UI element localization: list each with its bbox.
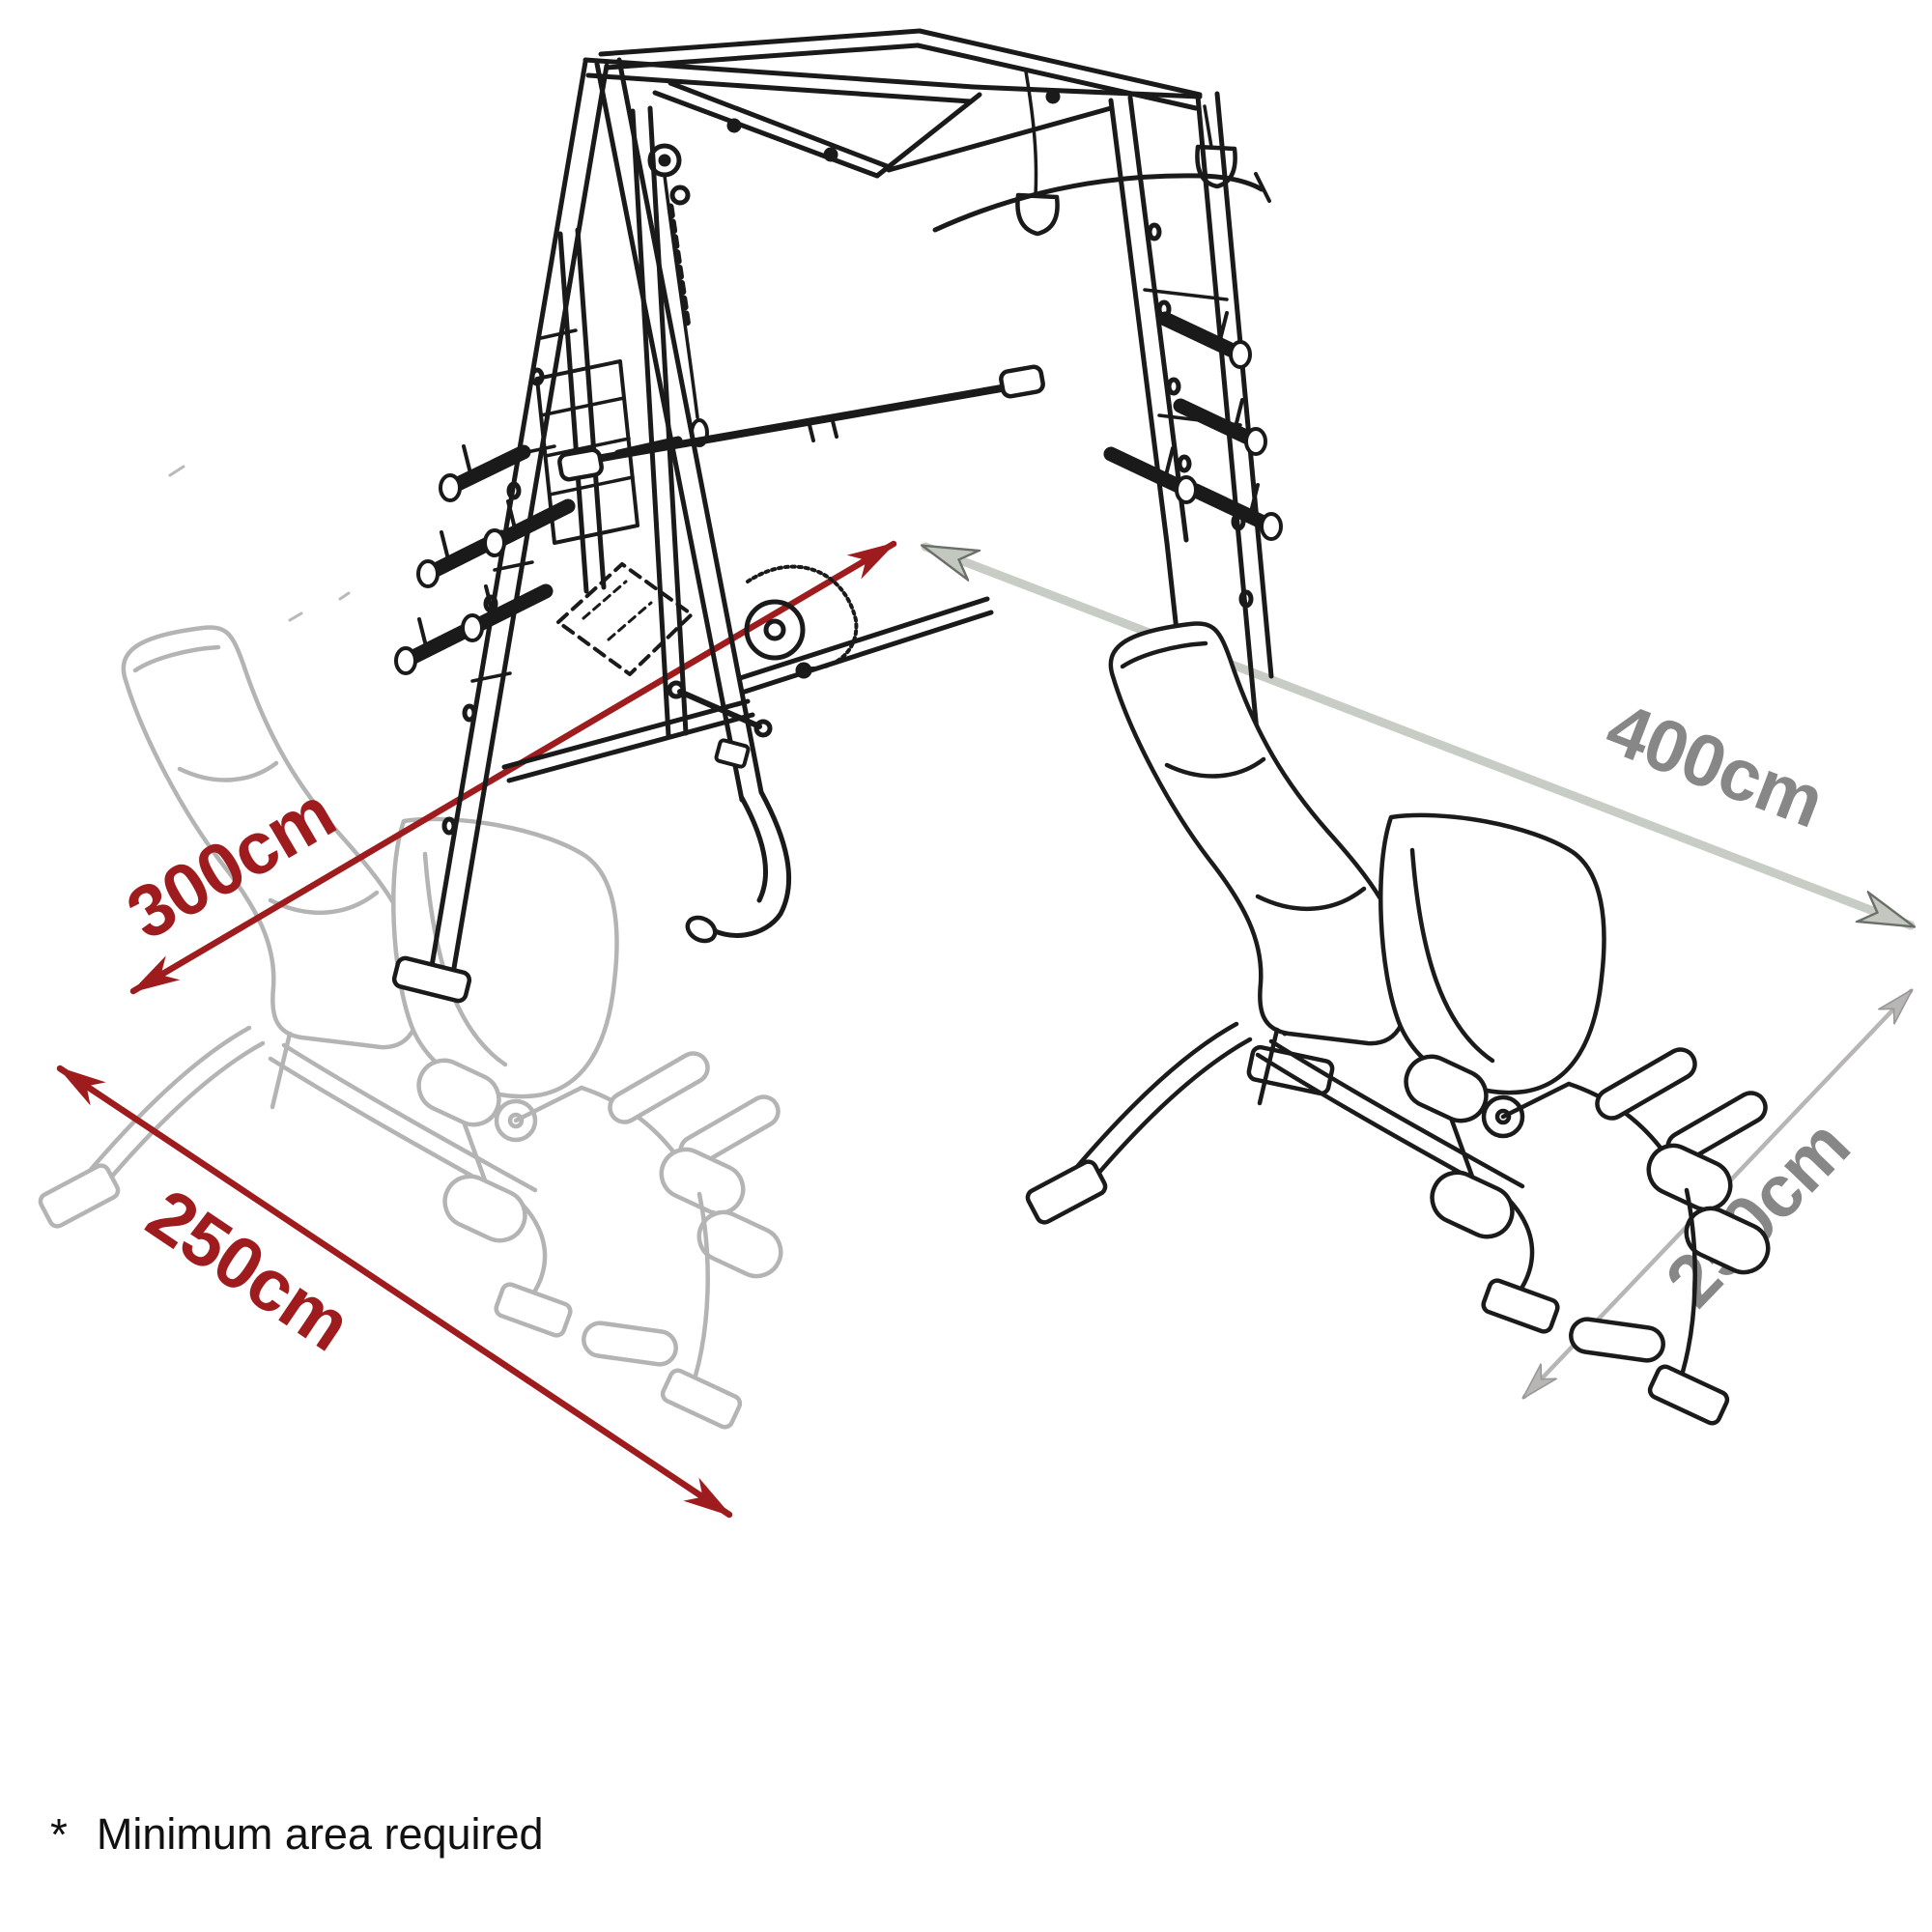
machine-right-weight-horns (1103, 311, 1283, 541)
machine-cable (1024, 70, 1038, 197)
pulley-icon (669, 185, 691, 206)
machine-top-frame (582, 28, 1203, 179)
dimension-label-250cm-left: 250cm (132, 1174, 364, 1367)
stirrup-handle-icon (1195, 144, 1237, 189)
stirrup-handle-icon (1015, 192, 1060, 237)
footnote: * Minimum area required (50, 1808, 544, 1861)
lat-bar (932, 173, 1264, 233)
bench-ghost (38, 627, 788, 1429)
machine-rope (746, 564, 859, 671)
smith-machine (391, 28, 1335, 1096)
machine-foot-plate (556, 562, 694, 676)
machine-attachments (932, 70, 1271, 237)
floor-pulley-icon (744, 599, 806, 661)
machine-guide-rails (535, 105, 709, 739)
footnote-text: Minimum area required (96, 1809, 544, 1859)
machine-left-weight-horns (394, 444, 576, 675)
machine-curved-foot-cap (685, 915, 718, 944)
footnote-asterisk: * (50, 1809, 68, 1860)
machine-smith-bar (557, 364, 1045, 482)
dimension-left-width: 250cm (56, 1065, 733, 1519)
machine-base (501, 562, 994, 944)
dimension-line-250cm-left (56, 1065, 733, 1519)
sketch-ticks (168, 465, 351, 622)
machine-handle-bar (677, 689, 762, 729)
machine-left-a-frame (391, 57, 764, 1004)
machine-weight-stack (535, 359, 639, 545)
dimension-line-400cm (925, 542, 1911, 930)
machine-cable (1203, 104, 1213, 149)
machine-bracket (714, 738, 751, 769)
dimension-line-300cm (129, 540, 897, 995)
machine-left-foot (391, 955, 472, 1004)
machine-hook (690, 418, 709, 447)
machine-chain (667, 203, 692, 330)
